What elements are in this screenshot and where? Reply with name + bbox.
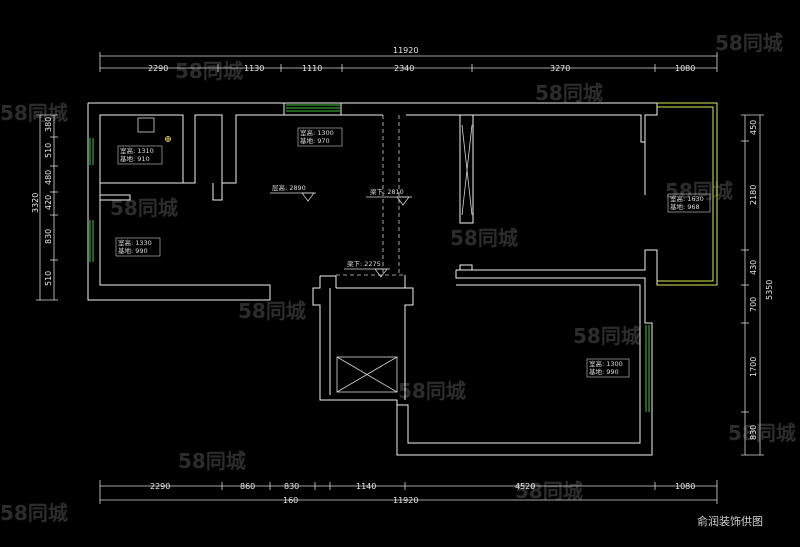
dim-bottom: 4520 bbox=[515, 482, 535, 491]
watermark: 58同城 bbox=[238, 299, 306, 323]
watermark: 58同城 bbox=[0, 101, 68, 125]
dim-top: 2290 bbox=[148, 64, 168, 73]
beam-markers: 层高: 2890 梁下: 2810 梁下: 2275 bbox=[270, 183, 412, 278]
watermark: 58同城 bbox=[573, 324, 641, 348]
walls bbox=[87, 102, 718, 456]
beam-lines bbox=[336, 115, 405, 276]
room-labels: 室高: 1310 基地: 910 室高: 1330 基地: 990 室高: 13… bbox=[115, 127, 711, 378]
dimension-text: 11920 2290 1130 1110 2340 3270 1080 2290… bbox=[31, 46, 774, 505]
dim-left: 380 bbox=[44, 117, 53, 132]
room-label: 基地: 970 bbox=[300, 136, 330, 145]
watermark: 58同城 bbox=[515, 479, 583, 503]
shaft-hatch bbox=[137, 117, 473, 393]
dim-top: 3270 bbox=[550, 64, 570, 73]
dim-bottom: 1080 bbox=[675, 482, 695, 491]
dim-left: 420 bbox=[44, 195, 53, 210]
balcony-rail bbox=[657, 102, 718, 286]
watermark: 58同城 bbox=[450, 226, 518, 250]
dim-bottom-total: 11920 bbox=[393, 496, 418, 505]
dim-left: 510 bbox=[44, 271, 53, 286]
room-label: 基地: 990 bbox=[118, 246, 148, 255]
watermark-layer: 58同城 58同城 58同城 58同城 58同城 58同城 58同城 58同城 … bbox=[0, 31, 796, 525]
dim-top: 1110 bbox=[302, 64, 322, 73]
room-label: 室高: 1300 bbox=[589, 359, 623, 368]
dim-right: 1700 bbox=[749, 357, 758, 377]
room-label: 室高: 1310 bbox=[120, 146, 154, 155]
watermark: 58同城 bbox=[0, 501, 68, 525]
room-label: 基地: 910 bbox=[120, 154, 150, 163]
dim-right: 450 bbox=[749, 120, 758, 135]
beam-label: 梁下: 2275 bbox=[347, 259, 381, 268]
dim-bottom: 2290 bbox=[150, 482, 170, 491]
room-label: 室高: 1330 bbox=[118, 238, 152, 247]
watermark: 58同城 bbox=[728, 421, 796, 445]
watermark: 58同城 bbox=[665, 179, 733, 203]
dim-right: 430 bbox=[749, 260, 758, 275]
watermark: 58同城 bbox=[535, 81, 603, 105]
room-label: 基地: 990 bbox=[589, 367, 619, 376]
dim-left-total: 3320 bbox=[31, 193, 40, 213]
room-label: 室高: 1630 bbox=[670, 194, 704, 203]
windows bbox=[89, 104, 650, 412]
watermark: 58同城 bbox=[178, 449, 246, 473]
dimension-lines bbox=[36, 52, 764, 504]
beam-label: 梁下: 2810 bbox=[370, 187, 404, 196]
dim-left: 830 bbox=[44, 229, 53, 244]
watermark: 58同城 bbox=[715, 31, 783, 55]
dim-left: 480 bbox=[44, 170, 53, 185]
dim-bottom: 1140 bbox=[356, 482, 376, 491]
dim-right: 700 bbox=[749, 297, 758, 312]
room-label: 室高: 1300 bbox=[300, 128, 334, 137]
dim-top: 2340 bbox=[394, 64, 414, 73]
dim-right-total: 5350 bbox=[765, 280, 774, 300]
watermark: 58同城 bbox=[175, 59, 243, 83]
room-label: 基地: 968 bbox=[670, 202, 700, 211]
dim-bottom: 860 bbox=[240, 482, 255, 491]
dim-right: 830 bbox=[749, 425, 758, 440]
dim-bottom: 830 bbox=[284, 482, 299, 491]
dim-top: 1080 bbox=[675, 64, 695, 73]
watermark: 58同城 bbox=[398, 379, 466, 403]
dim-right: 2180 bbox=[749, 185, 758, 205]
dim-left: 510 bbox=[44, 143, 53, 158]
dim-top-total: 11920 bbox=[393, 46, 418, 55]
image-credit: 俞润装饰供图 bbox=[697, 515, 763, 528]
dim-top: 1130 bbox=[244, 64, 264, 73]
dim-bottom-small: 160 bbox=[283, 496, 298, 505]
beam-label: 层高: 2890 bbox=[272, 183, 306, 192]
